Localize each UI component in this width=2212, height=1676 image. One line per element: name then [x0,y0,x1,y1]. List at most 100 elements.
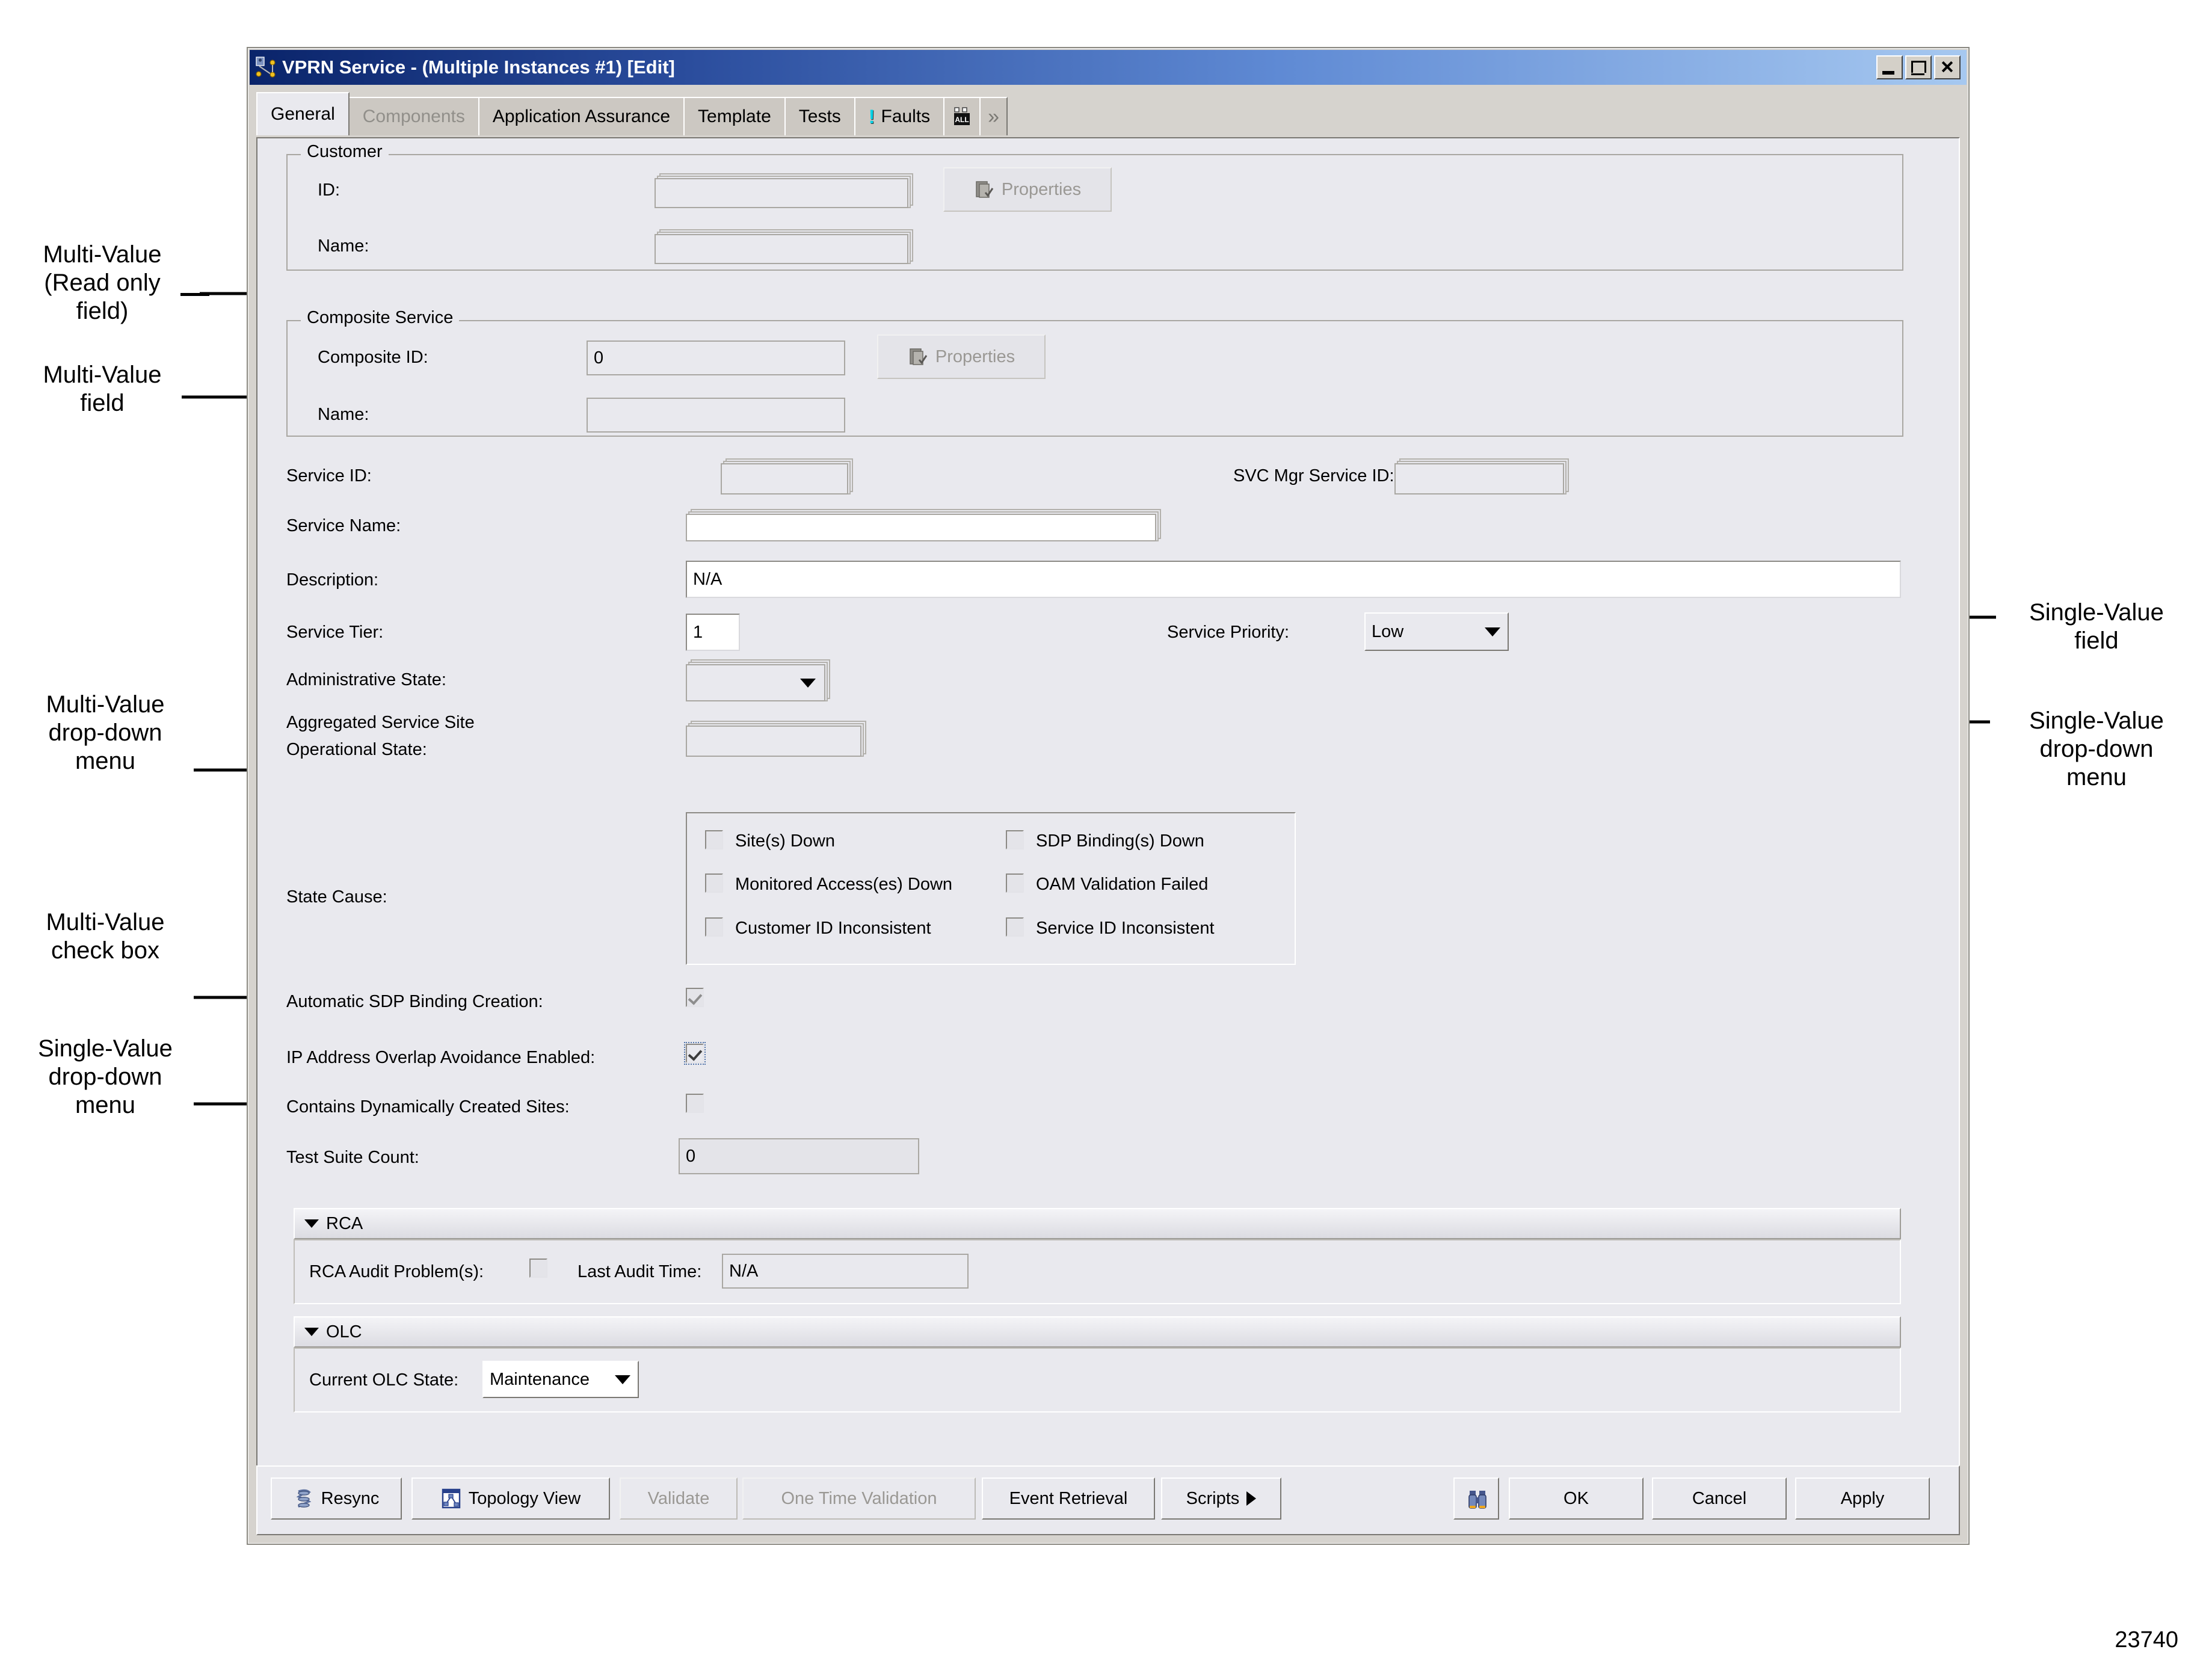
checkbox-automatic-sdp-binding-creation[interactable] [686,988,704,1007]
topology-view-button[interactable]: Topology View [411,1477,610,1520]
window-title-bar[interactable]: VPRN Service - (Multiple Instances #1) [… [250,50,1967,85]
tab-template-label: Template [698,106,771,126]
window-title-text: VPRN Service - (Multiple Instances #1) [… [282,57,675,78]
checkbox-monitored-access-down[interactable] [705,873,723,893]
service-tier-field[interactable]: 1 [686,614,740,651]
checkbox-ip-address-overlap-avoidance[interactable] [684,1042,706,1065]
properties-icon [974,179,994,200]
scripts-button[interactable]: Scripts [1161,1477,1281,1520]
composite-name-label: Name: [318,405,369,424]
one-time-validation-button[interactable]: One Time Validation [742,1477,976,1520]
aggregated-state-label-line1: Aggregated Service Site [286,713,475,732]
customer-group: Customer [286,142,1903,271]
triangle-right-icon [1246,1491,1257,1506]
customer-name-field[interactable] [655,229,913,264]
svg-text:ALL: ALL [955,116,969,124]
checkbox-sites-down-label: Site(s) Down [735,831,835,851]
composite-properties-button[interactable]: Properties [877,334,1046,379]
tab-overflow-chevrons[interactable]: » [979,97,1008,135]
last-audit-time-field[interactable]: N/A [722,1254,969,1289]
maximize-button[interactable] [1905,55,1932,79]
dialog-button-bar: Resync Topology View Validate One Time V… [256,1465,1960,1535]
administrative-state-dropdown[interactable] [686,659,830,701]
composite-service-group: Composite Service [286,308,1903,437]
svc-mgr-service-id-field[interactable] [1394,458,1569,494]
leader-line-1 [180,293,209,296]
composite-id-value: 0 [594,348,604,368]
state-cause-label: State Cause: [286,887,387,907]
svc-mgr-service-id-value [1394,463,1564,494]
composite-name-field[interactable] [587,398,845,433]
svc-mgr-service-id-label: SVC Mgr Service ID: [1233,466,1394,485]
cancel-button[interactable]: Cancel [1652,1477,1787,1520]
customer-group-legend: Customer [301,142,389,162]
olc-section-label: OLC [326,1322,362,1342]
ok-button[interactable]: OK [1509,1477,1644,1520]
service-id-label: Service ID: [286,466,372,485]
close-button[interactable] [1934,55,1961,79]
checkbox-customer-id-inconsistent[interactable] [705,917,723,937]
window-controls [1876,55,1964,79]
description-field[interactable]: N/A [686,561,1901,598]
annotation-multi-value-dropdown: Multi-Value drop-down menu [46,691,165,775]
checkbox-oam-validation-failed[interactable] [1006,873,1024,893]
checkbox-service-id-inconsistent-label: Service ID Inconsistent [1036,919,1215,938]
service-name-label: Service Name: [286,516,401,535]
composite-service-legend: Composite Service [301,308,460,328]
topology-view-label: Topology View [468,1488,581,1508]
checkbox-rca-audit-problems[interactable] [529,1259,547,1278]
properties-icon [908,347,928,367]
tab-general[interactable]: General [256,92,350,135]
apply-button[interactable]: Apply [1795,1477,1930,1520]
tab-faults[interactable]: ! Faults [854,97,945,135]
annotation-single-value-field: Single-Value field [2029,599,2164,655]
rca-section-body: RCA Audit Problem(s): Last Audit Time: N… [294,1239,1901,1304]
binoculars-icon [1466,1488,1486,1509]
one-time-validation-label: One Time Validation [781,1488,937,1508]
double-chevron-right-icon: » [988,105,1000,128]
tab-general-label: General [271,104,335,124]
triangle-down-icon [304,1219,319,1228]
aggregated-state-label-line2: Operational State: [286,740,427,759]
rca-section-header[interactable]: RCA [294,1208,1901,1239]
event-retrieval-button[interactable]: Event Retrieval [982,1477,1155,1520]
service-tier-label: Service Tier: [286,623,384,642]
checkbox-sdp-bindings-down[interactable] [1006,830,1024,849]
current-olc-state-dropdown[interactable]: Maintenance [482,1361,639,1398]
checkbox-service-id-inconsistent[interactable] [1006,917,1024,937]
service-id-field[interactable] [721,458,853,494]
checkbox-contains-dynamically-created-sites[interactable] [686,1094,704,1113]
annotation-single-value-dropdown-left: Single-Value drop-down menu [38,1035,173,1119]
checkbox-sites-down[interactable] [705,830,723,849]
aggregated-state-field[interactable] [686,721,866,757]
resync-icon [294,1488,314,1509]
customer-properties-label: Properties [1001,179,1082,199]
composite-properties-label: Properties [935,347,1015,366]
customer-id-label: ID: [318,180,340,200]
validate-button[interactable]: Validate [620,1477,738,1520]
customer-id-field[interactable] [655,173,913,208]
test-suite-count-field[interactable]: 0 [679,1138,919,1174]
binoculars-button[interactable] [1453,1477,1499,1520]
state-cause-panel: Site(s) Down SDP Binding(s) Down Monitor… [686,812,1296,965]
ok-label: OK [1563,1488,1589,1508]
chevron-down-icon [1485,627,1500,636]
tab-tests[interactable]: Tests [784,97,855,135]
olc-section-header[interactable]: OLC [294,1316,1901,1348]
composite-id-field[interactable]: 0 [587,340,845,375]
tab-bar: General Components Application Assurance… [256,92,1968,135]
chevron-down-icon [800,678,816,688]
minimize-button[interactable] [1876,55,1903,79]
tab-alarm-all-icon[interactable]: ALL [943,97,981,135]
tab-template[interactable]: Template [683,97,786,135]
cancel-label: Cancel [1692,1488,1747,1508]
service-priority-dropdown[interactable]: Low [1364,612,1509,651]
service-name-field[interactable] [686,509,1161,541]
service-id-value [721,463,848,494]
resync-button[interactable]: Resync [271,1477,402,1520]
service-priority-label: Service Priority: [1167,623,1290,642]
tab-components[interactable]: Components [348,97,479,135]
composite-id-label: Composite ID: [318,348,428,367]
tab-application-assurance[interactable]: Application Assurance [478,97,685,135]
customer-properties-button[interactable]: Properties [943,167,1112,212]
